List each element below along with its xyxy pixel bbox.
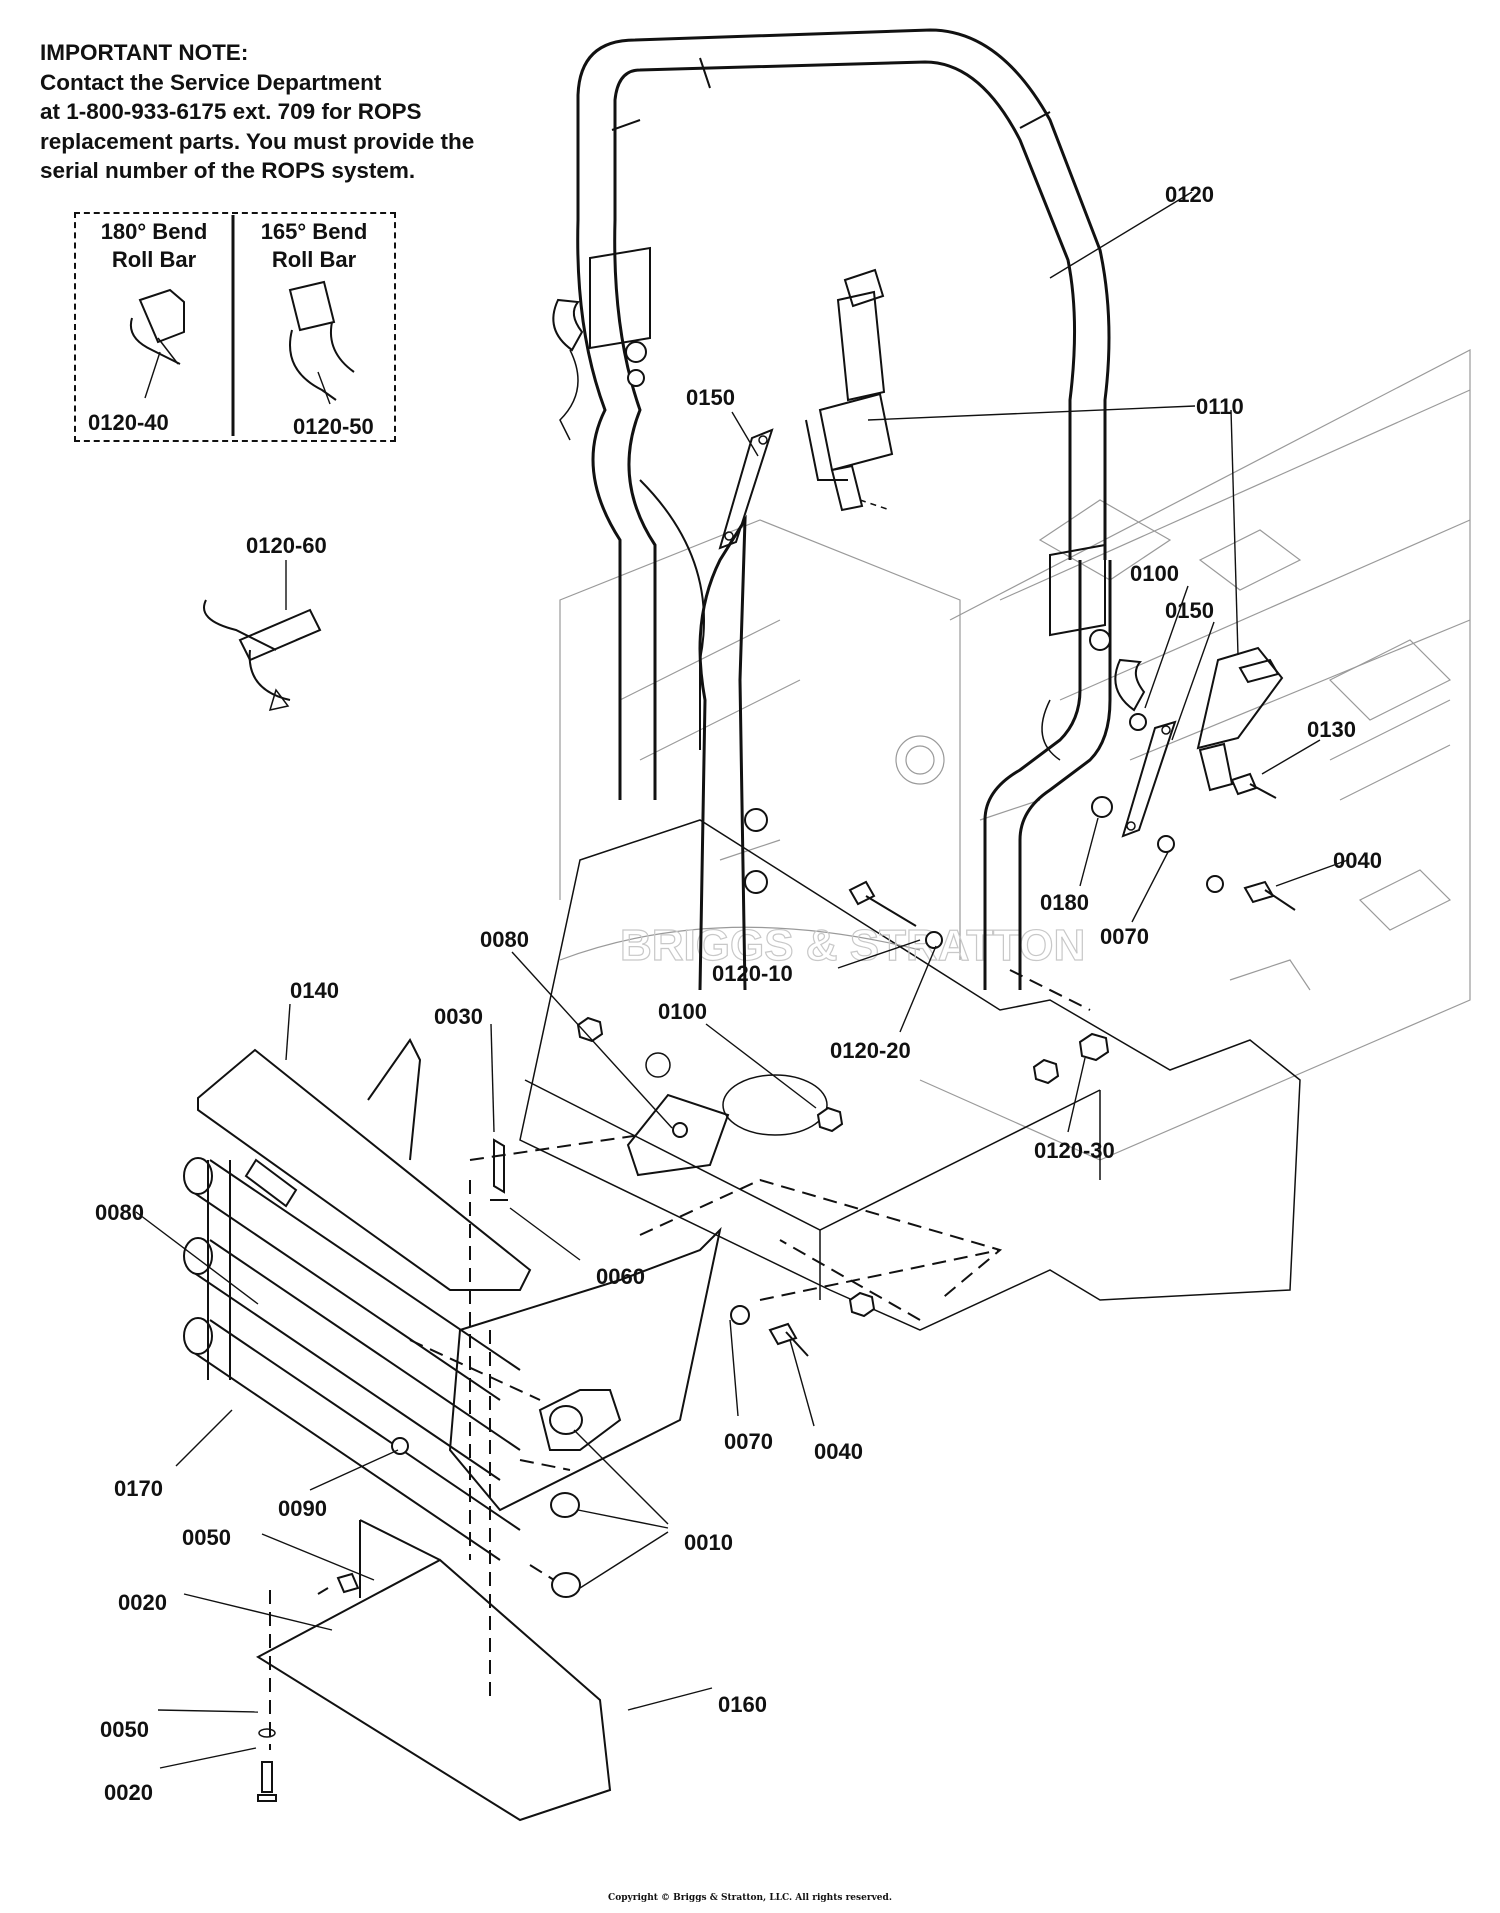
note-line: replacement parts. You must provide the	[40, 128, 475, 154]
leader-0120-50	[317, 371, 331, 405]
callout-0100: 0100	[1130, 561, 1179, 586]
inset-right-title: 165° Bend Roll Bar	[244, 218, 384, 274]
clip-165-bend-icon	[288, 280, 355, 401]
copyright-footer: Copyright © Briggs & Stratton, LLC. All …	[608, 1893, 892, 1903]
deflector-shield	[197, 1048, 532, 1291]
anchor-strap-left	[718, 428, 774, 550]
callout-0010: 0010	[684, 1530, 733, 1555]
callout-0120-50: 0120-50	[293, 414, 374, 439]
bumper-tubes	[183, 1157, 521, 1561]
callout-0150: 0150	[686, 385, 735, 410]
callout-0160: 0160	[718, 1692, 767, 1717]
seat-belt-retractor	[805, 268, 894, 512]
callout-0130: 0130	[1307, 717, 1356, 742]
end-cap	[549, 1405, 583, 1435]
leader-lines	[135, 191, 1349, 1769]
callout-0020: 0020	[104, 1780, 153, 1805]
callout-0040: 0040	[814, 1439, 863, 1464]
end-cap	[550, 1492, 580, 1518]
clip-180-bend-icon	[130, 288, 185, 365]
callout-0080: 0080	[95, 1200, 144, 1225]
note-line: Contact the Service Department	[40, 69, 382, 95]
fasteners	[576, 713, 1296, 1357]
leader-0120-40	[144, 351, 161, 399]
callout-0050: 0050	[182, 1525, 231, 1550]
roll-bar-bend-inset: 180° Bend Roll Bar 165° Bend Roll Bar	[74, 212, 396, 442]
skid-plate	[255, 1558, 612, 1822]
chassis-frame	[559, 349, 1471, 1161]
inset-left-title-line-2: Roll Bar	[111, 247, 197, 272]
note-line: IMPORTANT NOTE:	[40, 40, 249, 65]
seat-belt-buckle	[1196, 646, 1284, 792]
callout-0120-10: 0120-10	[712, 961, 793, 986]
callout-0170: 0170	[114, 1476, 163, 1501]
side-plate	[448, 1226, 722, 1512]
callout-0090: 0090	[278, 1496, 327, 1521]
callout-0180: 0180	[1040, 890, 1089, 915]
callout-0140: 0140	[290, 978, 339, 1003]
note-line: at 1-800-933-6175 ext. 709 for ROPS	[40, 99, 422, 124]
important-note: IMPORTANT NOTE: Contact the Service Depa…	[40, 38, 560, 186]
clevis-pin-icon	[203, 599, 322, 712]
end-cap	[551, 1572, 581, 1598]
assembly-lines	[269, 969, 1091, 1750]
callout-0070: 0070	[724, 1429, 773, 1454]
callout-0030: 0030	[434, 1004, 483, 1029]
callouts: 0120 0110 0150 0120-60 0100 0150 0130 00…	[95, 182, 1382, 1805]
callout-0080: 0080	[480, 927, 529, 952]
frame-plate: BRIGGS & STRATTON	[519, 819, 1301, 1331]
callout-0120-20: 0120-20	[830, 1038, 911, 1063]
callout-0040: 0040	[1333, 848, 1382, 873]
inset-right-title-line-2: Roll Bar	[271, 247, 357, 272]
callout-0060: 0060	[596, 1264, 645, 1289]
anchor-strap-right	[1121, 720, 1177, 838]
callout-0120-60: 0120-60	[246, 533, 327, 558]
inset-left-title: 180° Bend Roll Bar	[84, 218, 224, 274]
note-line: serial number of the ROPS system.	[40, 158, 416, 183]
callout-0100: 0100	[658, 999, 707, 1024]
gusset-plate	[626, 1093, 730, 1177]
callout-0120-30: 0120-30	[1034, 1138, 1115, 1163]
callout-0020: 0020	[118, 1590, 167, 1615]
callout-0150: 0150	[1165, 598, 1214, 623]
brand-watermark: BRIGGS & STRATTON	[620, 921, 1085, 970]
callout-0120-40: 0120-40	[88, 410, 169, 435]
callout-0120: 0120	[1165, 182, 1214, 207]
callout-0110: 0110	[1196, 394, 1244, 419]
callout-0070: 0070	[1100, 924, 1149, 949]
rops-roll-bar	[552, 28, 1146, 991]
callout-0050: 0050	[100, 1717, 149, 1742]
inset-right-title-line-1: 165° Bend	[260, 219, 368, 244]
inset-left-title-line-1: 180° Bend	[100, 219, 208, 244]
